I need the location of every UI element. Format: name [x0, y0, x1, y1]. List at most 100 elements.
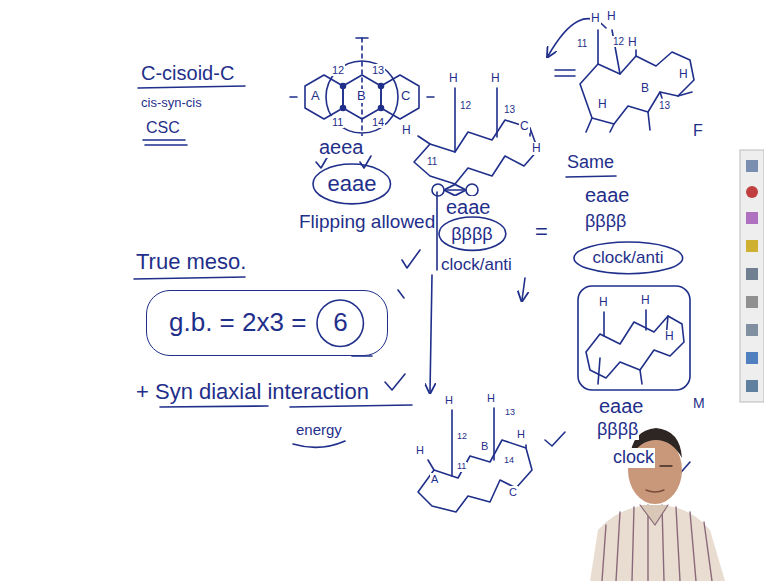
underline [160, 405, 412, 407]
chair-structure [414, 120, 538, 184]
anthracene-skeleton [379, 84, 384, 89]
toolbar [746, 268, 758, 280]
atom-number: 12 [612, 36, 625, 47]
ellipse-outline [313, 164, 391, 204]
chair-structure [586, 92, 692, 132]
arrow [430, 275, 432, 392]
anthracene-skeleton [381, 75, 419, 119]
toolbar [746, 380, 758, 392]
chair-structure [428, 445, 526, 470]
ring-letter: B [356, 89, 367, 103]
chair-structure [578, 286, 690, 390]
chair-structure [466, 184, 478, 196]
ring-letter: C [400, 89, 411, 103]
note: energy [295, 422, 343, 439]
circled-code: clock/anti [573, 241, 684, 275]
chair-structure [446, 189, 464, 191]
toolbar [740, 150, 764, 402]
circle-outline [317, 300, 363, 346]
atom-number: 13 [658, 100, 671, 111]
ring-letter: C [519, 120, 530, 133]
anthracene-skeleton [379, 106, 384, 111]
node-text: g.b. = 2x3 = [169, 308, 306, 338]
atom-label: H [627, 36, 638, 49]
conformation-code: eaae [584, 184, 631, 206]
bracket [436, 192, 438, 270]
atom-label: H [598, 296, 609, 309]
anthracene-skeleton [305, 75, 343, 119]
atom-number: 13 [371, 64, 385, 76]
presenter [602, 505, 712, 581]
circled-code: eaae [312, 163, 392, 205]
chair-structure [432, 184, 444, 196]
ellipse-outline [574, 242, 683, 274]
toolbar [746, 296, 758, 308]
toolbar [746, 212, 758, 224]
ellipse-outline [439, 217, 506, 250]
atom-label: H [401, 124, 412, 137]
presenter [590, 428, 725, 581]
chair-structure [586, 316, 684, 378]
chair-structure [580, 52, 694, 124]
symbol: = [534, 220, 549, 244]
chair-structure [580, 30, 694, 132]
node-text: eaae [328, 171, 377, 196]
anthracene-skeleton [341, 106, 346, 111]
equilibrium [555, 70, 575, 76]
conformer-letter: M [692, 396, 706, 411]
ring-letter: B [640, 82, 650, 95]
atom-number: 14 [503, 456, 515, 466]
node-text: clock/anti [593, 248, 664, 268]
underline [293, 441, 345, 447]
tick-mark [402, 250, 420, 268]
atom-label: H [415, 444, 425, 456]
underline [134, 86, 616, 447]
note: Same [566, 153, 615, 173]
atom-number: 12 [459, 100, 472, 111]
anthracene-skeleton [341, 84, 346, 89]
tick-mark [545, 432, 565, 446]
note: cis-syn-cis [140, 96, 203, 110]
chair-structure [452, 408, 494, 476]
note: CSC [145, 119, 181, 137]
conformation-code: clock [612, 448, 655, 468]
atom-label: H [597, 98, 608, 111]
chair-structure [598, 358, 642, 384]
atom-number: 13 [503, 104, 516, 115]
atom-number: 11 [426, 156, 438, 167]
atom-label: H [590, 12, 601, 25]
node-text: ββββ [451, 224, 492, 245]
ring-letter: B [480, 440, 489, 452]
toolbar [740, 150, 764, 402]
heading-note: True meso. [135, 250, 247, 274]
atom-label: H [640, 294, 651, 307]
atom-label: H [531, 142, 542, 155]
conformation-code: ββββ [584, 212, 627, 232]
atom-label: H [444, 394, 454, 406]
atom-label: H [606, 10, 617, 23]
atom-label: H [678, 68, 689, 81]
atom-number: 12 [456, 432, 468, 442]
underline [134, 277, 245, 279]
atom-label: H [516, 428, 526, 440]
chair-structure [604, 310, 668, 338]
ring-letter: A [430, 473, 439, 485]
atom-label: H [486, 392, 496, 404]
note: + Syn diaxial interaction [135, 380, 370, 404]
atom-number: 12 [331, 64, 345, 76]
presenter [590, 505, 725, 581]
tick-mark [385, 374, 405, 390]
underline [138, 86, 245, 88]
presenter [646, 490, 664, 492]
conformation-code: ββββ [596, 420, 639, 440]
atom-number: 11 [331, 116, 344, 128]
conformation-code: aeea [318, 136, 365, 158]
node-text: 6 [333, 308, 347, 338]
toolbar [746, 240, 758, 252]
anthracene-skeleton [356, 37, 368, 39]
atom-number: 11 [576, 38, 588, 49]
circled-code: ββββ [438, 216, 507, 251]
underline [143, 140, 187, 145]
result-box: g.b. = 2x3 = 6 [146, 290, 388, 356]
